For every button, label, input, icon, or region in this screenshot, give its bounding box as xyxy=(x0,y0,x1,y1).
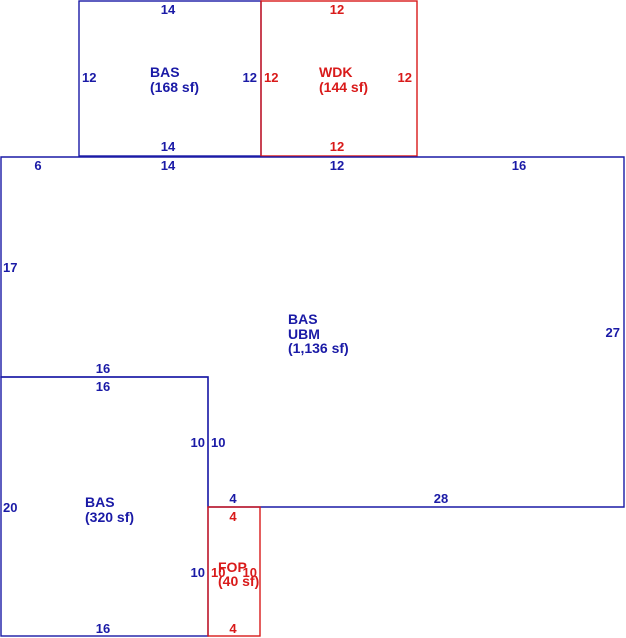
dim-fop-top: 4 xyxy=(229,509,237,524)
dim-wdk-right: 12 xyxy=(398,70,412,85)
area-bas-upper-size: (168 sf) xyxy=(150,79,199,95)
dim-main-top-left: 6 xyxy=(34,158,41,173)
area-bas-lower-size: (320 sf) xyxy=(85,509,134,525)
area-main-size: (1,136 sf) xyxy=(288,340,349,356)
dim-wdk-top: 12 xyxy=(330,2,344,17)
fop-outline xyxy=(207,506,261,637)
area-fop-code: FOP xyxy=(218,559,247,575)
dim-bas-upper-left: 12 xyxy=(82,70,96,85)
area-wdk-code: WDK xyxy=(319,64,352,80)
dim-main-left: 17 xyxy=(3,260,17,275)
area-main-code: BAS xyxy=(288,311,318,327)
dim-main-top-mid1: 14 xyxy=(161,158,176,173)
area-fop-size: (40 sf) xyxy=(218,573,259,589)
dim-fop-left: 10 xyxy=(211,565,225,580)
area-wdk-size: (144 sf) xyxy=(319,79,368,95)
dim-main-right: 27 xyxy=(606,325,620,340)
area-main-sub: UBM xyxy=(288,326,320,342)
dim-lower-top: 16 xyxy=(96,379,110,394)
dim-lower-left: 20 xyxy=(3,500,17,515)
dim-main-top-mid2: 12 xyxy=(330,158,344,173)
dim-lower-bottom: 16 xyxy=(96,621,110,636)
area-bas-upper-code: BAS xyxy=(150,64,180,80)
dim-fop-right: 10 xyxy=(243,565,257,580)
dim-lower-right: 10 xyxy=(191,435,205,450)
dim-lower-right2: 10 xyxy=(191,565,205,580)
dim-main-bottom-small: 4 xyxy=(229,491,237,506)
dim-bas-upper-bottom: 14 xyxy=(161,139,176,154)
dim-bas-upper-right: 12 xyxy=(243,70,257,85)
dim-wdk-left: 12 xyxy=(264,70,278,85)
dim-main-inner-vert: 10 xyxy=(211,435,225,450)
dim-fop-bottom: 4 xyxy=(229,621,237,636)
dim-bas-upper-top: 14 xyxy=(161,2,176,17)
dim-main-bottom-step: 16 xyxy=(96,361,110,376)
area-bas-lower-code: BAS xyxy=(85,494,115,510)
dim-wdk-bottom: 12 xyxy=(330,139,344,154)
dim-main-top-right: 16 xyxy=(512,158,526,173)
dim-main-bottom-long: 28 xyxy=(434,491,448,506)
wdk-outline xyxy=(260,0,418,157)
